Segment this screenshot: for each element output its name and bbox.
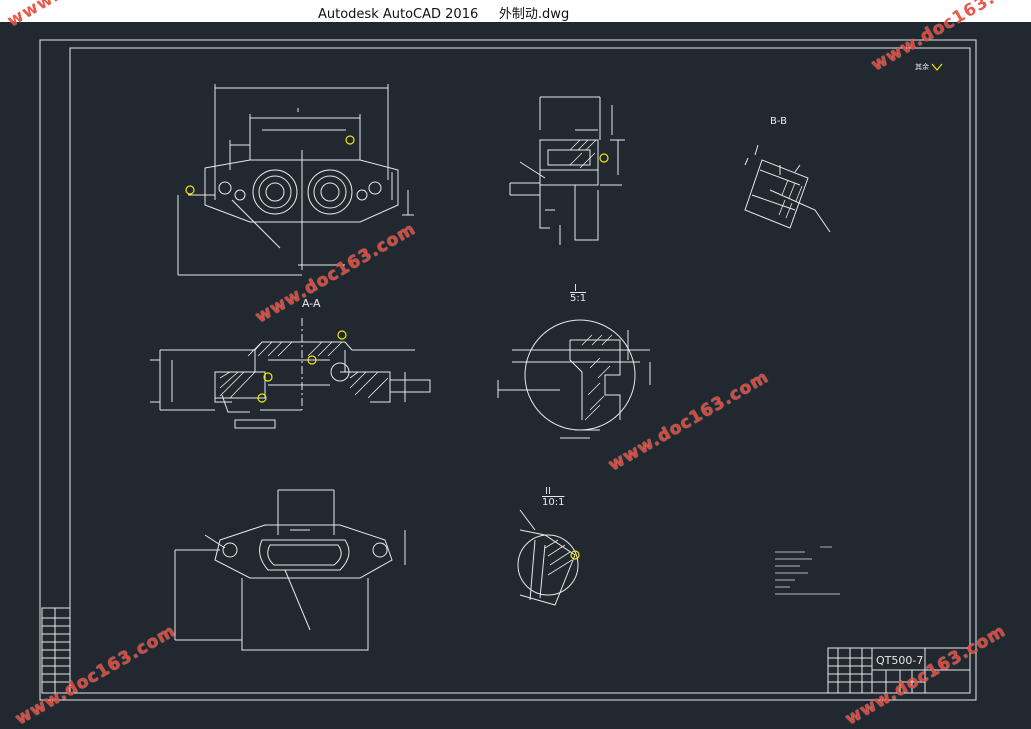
file-name: 外制动.dwg	[498, 7, 570, 22]
section-aa-hatch	[219, 341, 389, 399]
window-title: Autodesk AutoCAD 2016 外制动.dwg	[318, 3, 569, 22]
section-bb-view	[744, 144, 831, 233]
window-titlebar: Autodesk AutoCAD 2016 外制动.dwg	[0, 0, 1031, 22]
detail-ii-scale: 10:1	[542, 497, 565, 508]
title-block-material: QT500-7	[876, 654, 924, 667]
detail-i-label: I	[574, 283, 577, 294]
side-view-hatch	[569, 139, 597, 169]
tech-notes	[775, 546, 840, 595]
left-table	[41, 607, 71, 694]
section-aa-label: A-A	[302, 297, 321, 310]
cad-drawing	[39, 39, 977, 701]
detail-i-hatch	[581, 334, 613, 421]
inner-frame	[69, 47, 971, 694]
side-view	[509, 96, 625, 245]
highlight-marks	[185, 63, 943, 560]
roughness-note: 其余	[915, 63, 929, 71]
detail-ii-hatch	[544, 539, 573, 576]
section-bb-label: B-B	[770, 116, 787, 127]
detail-i-scale: 5:1	[570, 293, 587, 304]
app-name: Autodesk AutoCAD 2016	[318, 7, 479, 22]
plan-view	[174, 489, 406, 651]
drawing-labels: A-A B-B I 5:1 II 10:1 QT500-7 其余	[302, 63, 929, 667]
main-view-top	[177, 84, 414, 276]
title-block	[827, 647, 971, 694]
detail-ii-label: II	[545, 486, 551, 497]
detail-ii-view	[517, 509, 579, 606]
section-aa-view	[150, 318, 431, 429]
outer-frame	[39, 39, 977, 701]
detail-i-view	[497, 319, 651, 439]
section-bb-hatch	[778, 179, 803, 219]
